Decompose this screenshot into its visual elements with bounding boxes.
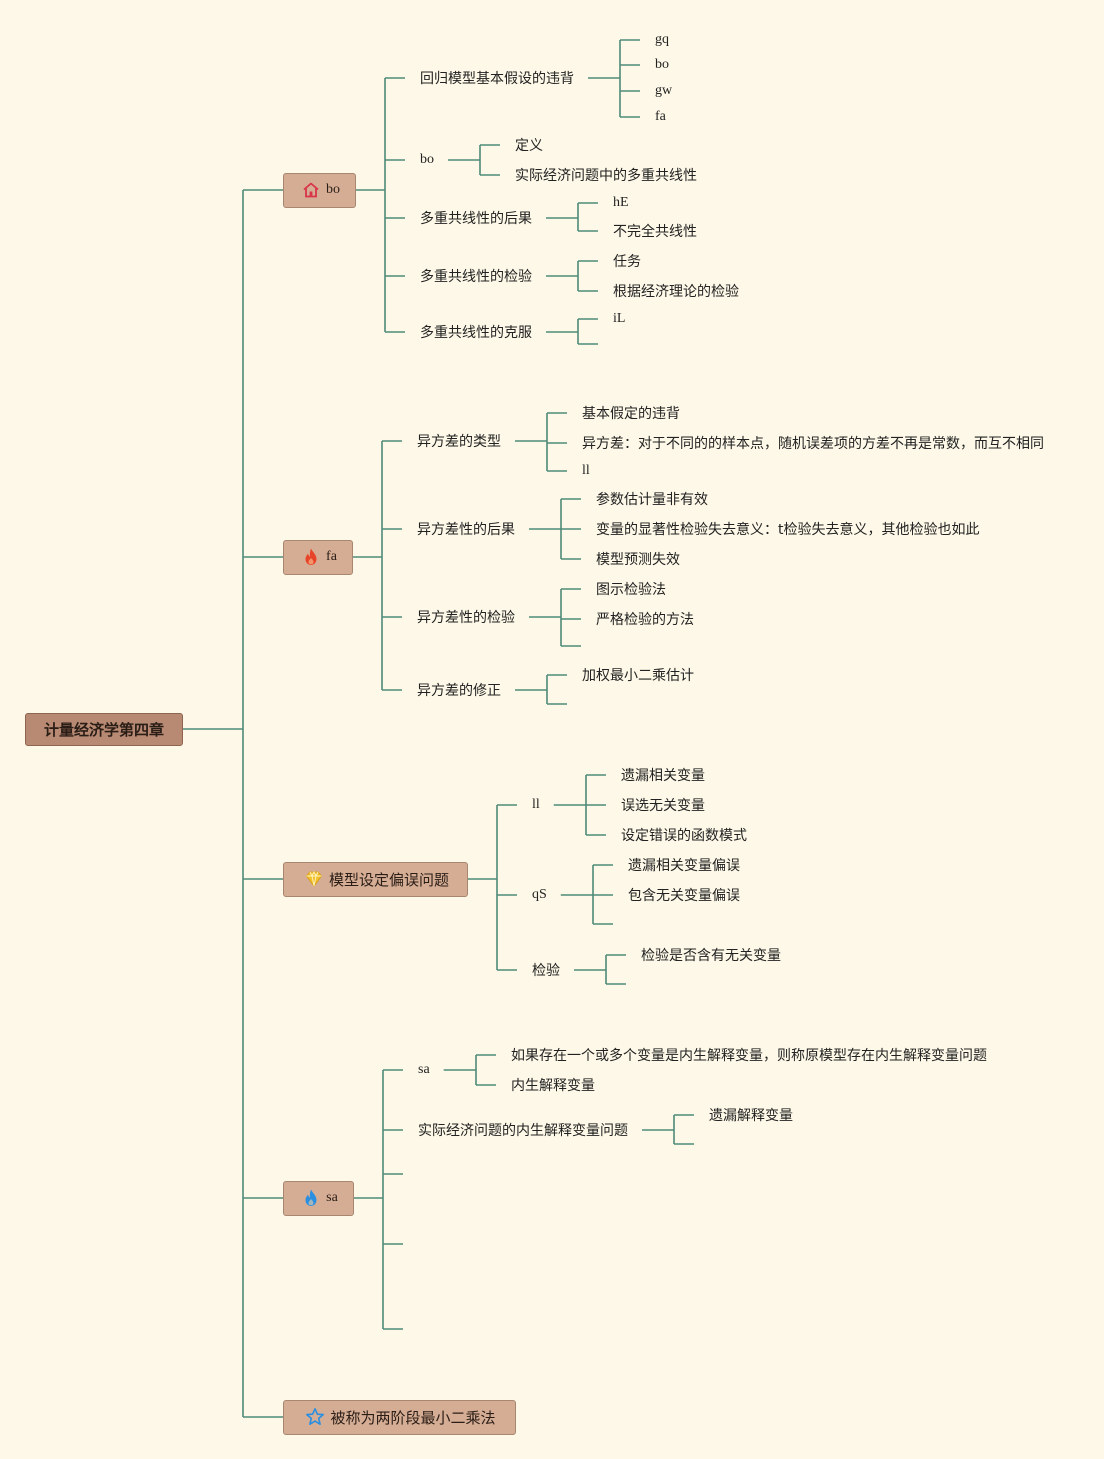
leaf-node[interactable]: 异方差：对于不同的的样本点，随机误差项的方差不再是常数，而互不相同 (582, 436, 1044, 452)
branch-label: fa (326, 549, 337, 564)
fire-icon (301, 547, 321, 567)
leaf-node[interactable]: 参数估计量非有效 (596, 492, 708, 508)
sub-topic[interactable]: 异方差性的后果 (417, 522, 515, 538)
leaf-node[interactable]: 基本假定的违背 (582, 406, 680, 422)
leaf-node[interactable]: 图示检验法 (596, 582, 666, 598)
sub-topic[interactable]: sa (418, 1062, 430, 1077)
leaf-node[interactable]: 遗漏相关变量 (621, 768, 705, 784)
leaf-node[interactable]: hE (613, 195, 629, 210)
leaf-node[interactable]: 遗漏相关变量偏误 (628, 858, 740, 874)
leaf-node[interactable]: 遗漏解释变量 (709, 1108, 793, 1124)
leaf-node[interactable]: 检验是否含有无关变量 (641, 948, 781, 964)
leaf-node[interactable]: fa (655, 109, 666, 124)
sub-topic[interactable]: 异方差性的检验 (417, 610, 515, 626)
leaf-node[interactable]: 设定错误的函数模式 (621, 828, 747, 844)
fire-icon (301, 1188, 321, 1208)
sub-topic[interactable]: 异方差的类型 (417, 434, 501, 450)
leaf-node[interactable]: gw (655, 83, 673, 98)
leaf-node[interactable]: 根据经济理论的检验 (613, 284, 739, 300)
branch-label: bo (326, 182, 340, 197)
sub-topic[interactable]: 实际经济问题的内生解释变量问题 (418, 1123, 628, 1139)
leaf-node[interactable]: 误选无关变量 (621, 798, 705, 814)
leaf-node[interactable]: ll (582, 463, 590, 478)
leaf-node[interactable]: bo (655, 57, 669, 72)
branch-label: 被称为两阶段最小二乘法 (330, 1408, 496, 1427)
leaf-node[interactable]: iL (613, 311, 626, 326)
root-node[interactable]: 计量经济学第四章 (25, 713, 183, 746)
sub-topic[interactable]: bo (420, 152, 434, 167)
sub-topic[interactable]: ll (532, 797, 540, 812)
sub-topic[interactable]: 检验 (532, 963, 560, 979)
leaf-node[interactable]: 内生解释变量 (511, 1078, 595, 1094)
leaf-node[interactable]: 如果存在一个或多个变量是内生解释变量，则称原模型存在内生解释变量问题 (511, 1048, 987, 1064)
branch-node-2[interactable]: fa (283, 539, 353, 575)
leaf-node[interactable]: 任务 (613, 254, 641, 270)
branch-label: sa (326, 1190, 338, 1205)
sub-topic[interactable]: 异方差的修正 (417, 683, 501, 699)
leaf-node[interactable]: 加权最小二乘估计 (582, 668, 694, 684)
leaf-node[interactable]: 实际经济问题中的多重共线性 (515, 168, 697, 184)
leaf-node[interactable]: 包含无关变量偏误 (628, 888, 740, 904)
leaf-node[interactable]: 变量的显著性检验失去意义：t检验失去意义，其他检验也如此 (596, 522, 980, 538)
leaf-node[interactable]: gq (655, 32, 669, 47)
sub-topic[interactable]: 多重共线性的克服 (420, 325, 532, 341)
sub-topic[interactable]: 多重共线性的检验 (420, 269, 532, 285)
star-icon (305, 1407, 325, 1427)
sub-topic[interactable]: 回归模型基本假设的违背 (420, 71, 574, 87)
leaf-node[interactable]: 不完全共线性 (613, 224, 697, 240)
branch-node-1[interactable]: bo (283, 172, 356, 208)
leaf-node[interactable]: 模型预测失效 (596, 552, 680, 568)
sub-topic[interactable]: 多重共线性的后果 (420, 211, 532, 227)
sub-topic[interactable]: qS (532, 887, 547, 902)
home-icon (301, 180, 321, 200)
leaf-node[interactable]: 定义 (515, 138, 543, 154)
branch-label: 模型设定偏误问题 (328, 870, 449, 889)
branch-node-3[interactable]: 模型设定偏误问题 (283, 861, 468, 897)
diamond-icon (304, 869, 324, 889)
branch-node-4[interactable]: sa (283, 1180, 354, 1216)
branch-node-5[interactable]: 被称为两阶段最小二乘法 (283, 1399, 516, 1435)
leaf-node[interactable]: 严格检验的方法 (596, 612, 694, 628)
